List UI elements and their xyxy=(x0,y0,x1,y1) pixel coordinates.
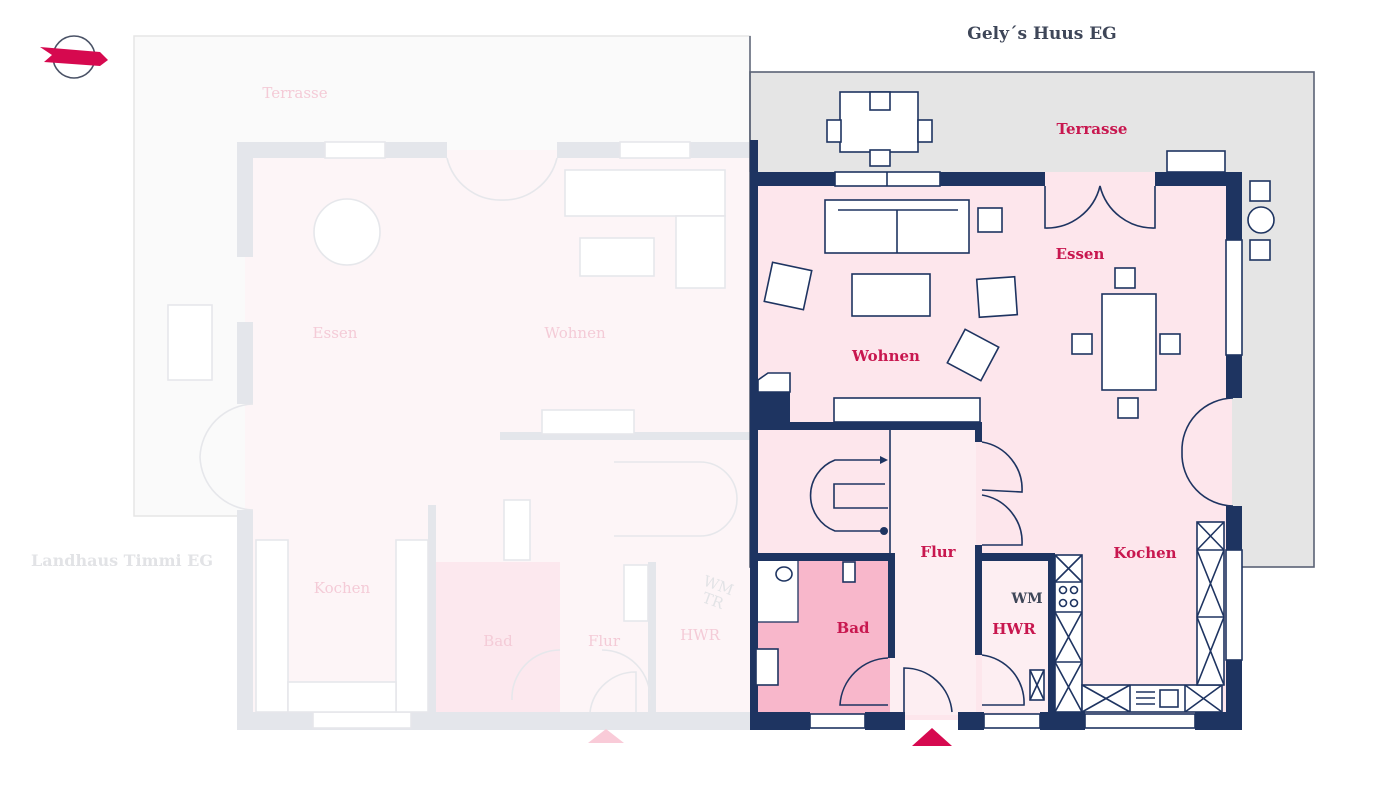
label-flur: Flur xyxy=(920,543,956,561)
left-label-kochen: Kochen xyxy=(314,579,371,597)
label-wohnen: Wohnen xyxy=(851,347,920,365)
right-house-plan: Terrasse Essen Wohnen Flur Kochen Bad HW… xyxy=(749,36,1315,746)
left-label-flur: Flur xyxy=(588,632,621,650)
label-bad: Bad xyxy=(837,619,870,637)
left-label-wohnen: Wohnen xyxy=(544,324,606,342)
label-hwr: HWR xyxy=(992,620,1036,638)
left-label-essen: Essen xyxy=(313,324,358,342)
label-terrasse: Terrasse xyxy=(1057,120,1128,138)
entrance-marker xyxy=(912,728,952,746)
north-arrow-icon xyxy=(40,35,108,79)
left-label-hwr: HWR xyxy=(680,626,720,644)
label-wm: WM xyxy=(1010,591,1042,607)
label-kochen: Kochen xyxy=(1113,544,1176,562)
label-essen: Essen xyxy=(1056,245,1105,263)
left-entrance-marker xyxy=(588,729,624,743)
left-label-bad: Bad xyxy=(483,632,513,650)
left-house-title: Landhaus Timmi EG xyxy=(31,551,213,570)
left-house-plan: Terrasse Essen Wohnen Kochen Bad Flur HW… xyxy=(133,35,751,743)
left-label-terrasse: Terrasse xyxy=(262,84,327,102)
kitchen-counter xyxy=(1054,521,1225,713)
right-house-title: Gely´s Huus EG xyxy=(967,24,1116,44)
